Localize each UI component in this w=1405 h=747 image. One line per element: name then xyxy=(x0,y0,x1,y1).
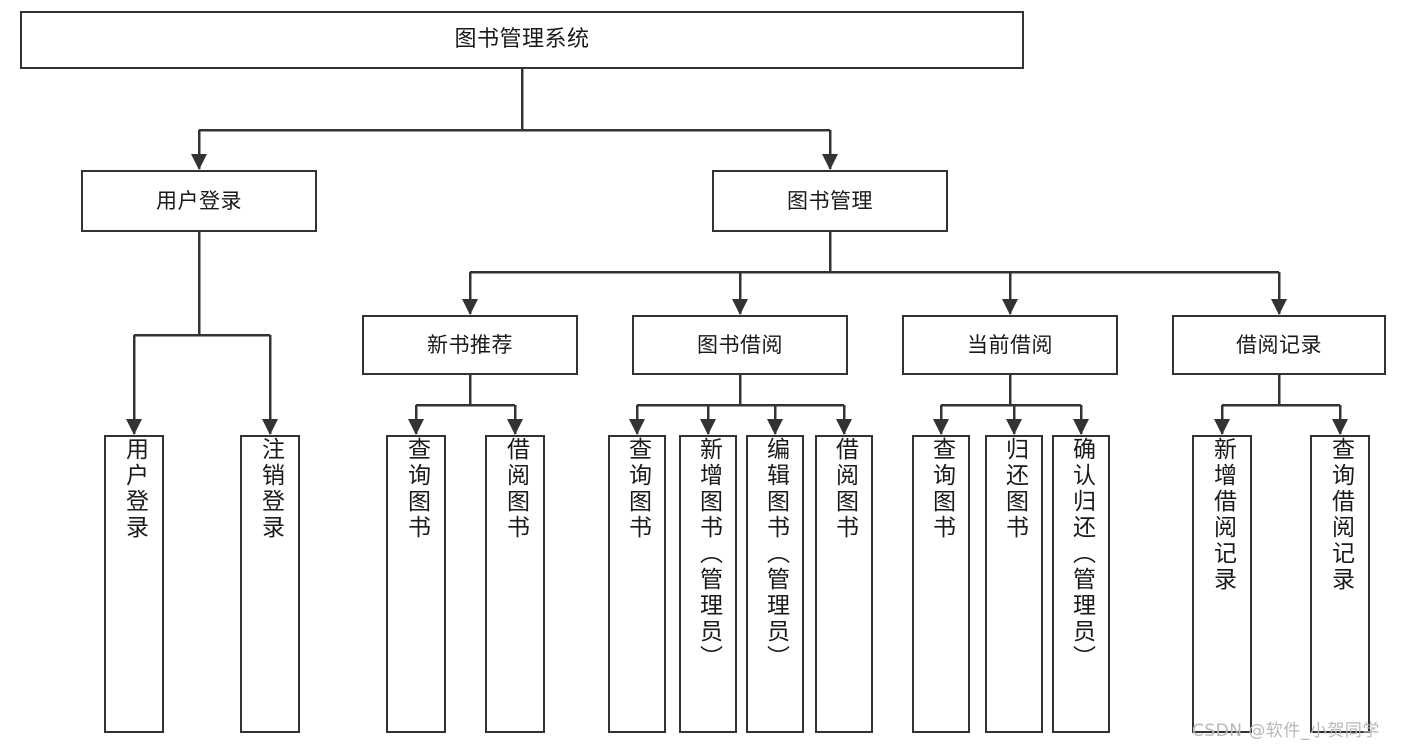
node-label: 图书管理 xyxy=(787,188,873,213)
node-label: 借阅图书 xyxy=(502,437,529,541)
node-l2-newbook: 新书推荐 xyxy=(362,315,578,375)
node-label: 查询图书 xyxy=(928,437,955,541)
node-leaf-bb-query: 查询图书 xyxy=(608,435,666,733)
node-leaf-user-login: 用户登录 xyxy=(104,435,164,733)
node-label: 查询借阅记录 xyxy=(1327,437,1354,593)
csdn-watermark: CSDN @软件_小贺同学 xyxy=(1192,721,1380,741)
node-leaf-cb-confirm: 确认归还（管理员） xyxy=(1052,435,1110,733)
node-label: 注销登录 xyxy=(257,437,284,541)
node-leaf-bb-edit: 编辑图书（管理员） xyxy=(746,435,804,733)
node-label: 查询图书 xyxy=(624,437,651,541)
node-label: 图书管理系统 xyxy=(454,27,590,53)
node-leaf-nb-borrow: 借阅图书 xyxy=(485,435,545,733)
node-leaf-bb-borrow: 借阅图书 xyxy=(815,435,873,733)
node-leaf-rec-add: 新增借阅记录 xyxy=(1192,435,1252,733)
node-l2-record: 借阅记录 xyxy=(1172,315,1386,375)
node-label: 新增借阅记录 xyxy=(1209,437,1236,593)
node-label: 图书借阅 xyxy=(697,332,783,357)
node-label: 确认归还（管理员） xyxy=(1068,437,1095,671)
node-leaf-bb-add: 新增图书（管理员） xyxy=(679,435,737,733)
node-root: 图书管理系统 xyxy=(20,11,1024,69)
node-l2-borrow: 图书借阅 xyxy=(632,315,848,375)
node-l2-current: 当前借阅 xyxy=(902,315,1118,375)
node-leaf-rec-query: 查询借阅记录 xyxy=(1310,435,1370,733)
node-l1-book: 图书管理 xyxy=(712,170,948,232)
node-label: 编辑图书（管理员） xyxy=(762,437,789,671)
node-label: 借阅记录 xyxy=(1236,332,1322,357)
node-label: 新书推荐 xyxy=(427,332,513,357)
node-label: 查询图书 xyxy=(403,437,430,541)
node-label: 新增图书（管理员） xyxy=(695,437,722,671)
node-leaf-cb-return: 归还图书 xyxy=(985,435,1043,733)
node-label: 借阅图书 xyxy=(831,437,858,541)
node-leaf-nb-query: 查询图书 xyxy=(386,435,446,733)
node-l1-user: 用户登录 xyxy=(81,170,317,232)
node-leaf-user-logout: 注销登录 xyxy=(240,435,300,733)
node-label: 用户登录 xyxy=(156,188,242,213)
node-label: 当前借阅 xyxy=(967,332,1053,357)
node-leaf-cb-query: 查询图书 xyxy=(912,435,970,733)
node-label: 用户登录 xyxy=(121,437,148,541)
node-label: 归还图书 xyxy=(1001,437,1028,541)
